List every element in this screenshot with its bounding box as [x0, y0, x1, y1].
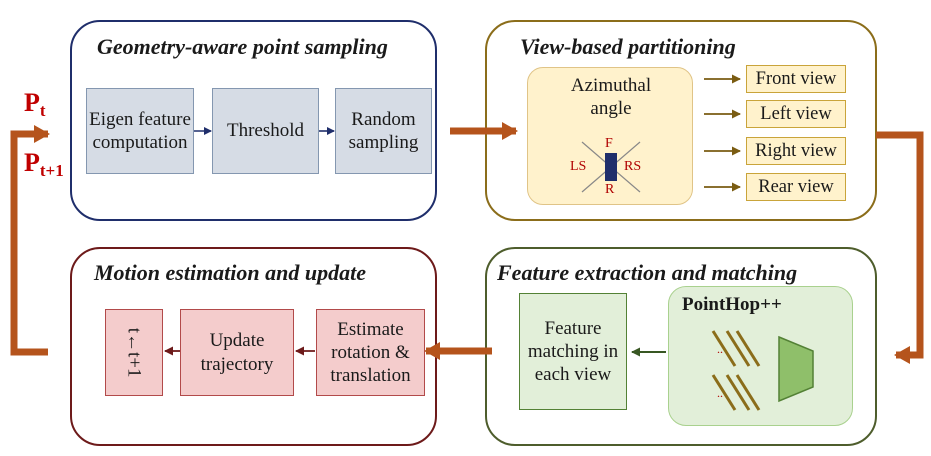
compass-rear-label: R [605, 182, 615, 197]
azimuthal-angle-box: Azimuthal angle F LS RS R [527, 67, 693, 205]
feedback-loop-connector [10, 125, 50, 356]
update-trajectory-box: Update trajectory [180, 309, 294, 396]
partition-title: View-based partitioning [520, 34, 736, 59]
eigen-to-threshold-arrow [194, 127, 212, 135]
pointhop-label: PointHop++ [682, 294, 782, 315]
time-step-label: t←t+1 [123, 327, 145, 378]
estimate-to-update-arrow [295, 346, 315, 356]
feature-title: Feature extraction and matching [497, 260, 798, 285]
svg-text:..: .. [717, 386, 723, 400]
front-view-box: Front view [746, 65, 846, 93]
right-view-box: Right view [746, 137, 846, 165]
pointhop-network-icon: .. .. [711, 330, 814, 411]
pointhop-box: PointHop++ .. .. [668, 286, 853, 426]
compass-right-label: RS [624, 159, 642, 174]
threshold-box: Threshold [212, 88, 319, 174]
random-sampling-box: Random sampling [335, 88, 432, 174]
eigen-feature-box: Eigen feature computation [86, 88, 194, 174]
svg-text:..: .. [717, 342, 723, 356]
pointhop-to-matching-arrow [631, 347, 666, 357]
rear-view-box: Rear view [746, 173, 846, 201]
sampling-to-partition-arrow [450, 122, 518, 140]
estimate-box: Estimate rotation & translation [316, 309, 425, 396]
left-view-box: Left view [746, 100, 846, 128]
compass-left-label: LS [570, 159, 587, 174]
motion-title: Motion estimation and update [94, 260, 366, 285]
pt1-label: Pt+1 [24, 148, 64, 180]
compass-front-label: F [605, 136, 613, 151]
sampling-title: Geometry-aware point sampling [97, 34, 388, 59]
threshold-to-sampling-arrow [319, 127, 335, 135]
azimuthal-angle-label: Azimuthal angle [570, 75, 652, 120]
time-step-box: t←t+1 [105, 309, 163, 396]
feature-matching-box: Feature matching in each view [519, 293, 627, 410]
partition-to-feature-connector [876, 131, 924, 364]
feature-to-motion-arrow [424, 342, 492, 360]
compass-diagram [581, 141, 641, 193]
view-arrows [704, 74, 741, 192]
pt-label: Pt [24, 88, 46, 120]
update-to-step-arrow [164, 346, 180, 356]
